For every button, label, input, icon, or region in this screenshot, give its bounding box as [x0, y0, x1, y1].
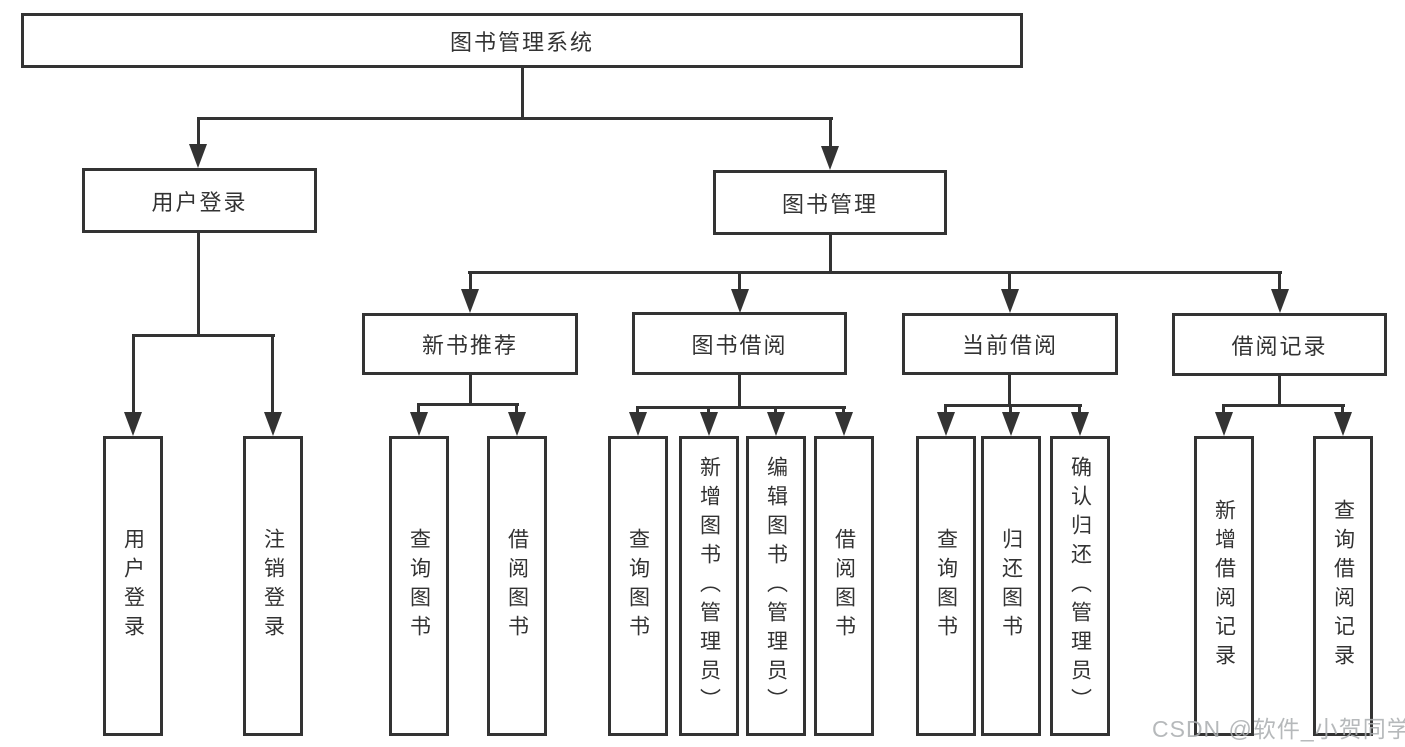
arrowhead	[508, 412, 526, 436]
arrowhead	[821, 146, 839, 170]
node-user-login-label: 用户登录	[151, 189, 248, 215]
leaf-borrow-add-admin: 新增图书（管理员）	[679, 436, 739, 736]
leaf-newbooks-borrow-label: 借阅图书	[505, 528, 529, 644]
leaf-newbooks-borrow: 借阅图书	[487, 436, 547, 736]
connector-mgmt-drop-2	[738, 271, 741, 293]
connector-root-drop-left	[197, 117, 200, 147]
connector-records-crossbar	[1222, 404, 1345, 407]
leaf-records-query: 查询借阅记录	[1313, 436, 1373, 736]
node-book-borrow-label: 图书借阅	[691, 332, 788, 358]
node-user-login: 用户登录	[82, 168, 317, 233]
connector-root-drop-right	[829, 117, 832, 149]
leaf-user-login-label: 用户登录	[121, 528, 145, 644]
connector-mgmt-drop-4	[1278, 271, 1281, 293]
leaf-user-login: 用户登录	[103, 436, 163, 736]
arrowhead	[1002, 412, 1020, 436]
connector-newbooks-crossbar	[418, 403, 519, 406]
arrowhead	[835, 412, 853, 436]
arrowhead	[264, 412, 282, 436]
arrowhead	[1271, 289, 1289, 313]
node-book-management: 图书管理	[713, 170, 947, 235]
node-new-book-recommend-label: 新书推荐	[421, 333, 518, 358]
leaf-current-return-label: 归还图书	[999, 528, 1023, 644]
node-root-label: 图书管理系统	[449, 29, 594, 55]
leaf-newbooks-query-label: 查询图书	[407, 528, 431, 644]
leaf-borrow-add-admin-label: 新增图书（管理员）	[697, 455, 721, 717]
arrowhead	[124, 412, 142, 436]
connector-current-drop-1	[944, 404, 947, 414]
leaf-logout: 注销登录	[243, 436, 303, 736]
leaf-records-add: 新增借阅记录	[1194, 436, 1254, 736]
connector-root-crossbar	[197, 117, 833, 120]
leaf-borrow-edit-admin: 编辑图书（管理员）	[746, 436, 806, 736]
arrowhead	[189, 144, 207, 168]
connector-borrow-drop-2	[707, 406, 710, 414]
node-current-borrow: 当前借阅	[902, 313, 1118, 375]
leaf-current-confirm-admin: 确认归还（管理员）	[1050, 436, 1110, 736]
leaf-logout-label: 注销登录	[261, 528, 285, 644]
connector-mgmt-stem	[829, 235, 832, 274]
connector-login-stem	[197, 233, 200, 337]
watermark: CSDN @软件_小贺同学	[1152, 716, 1405, 742]
connector-login-drop-1	[132, 334, 135, 414]
arrowhead	[937, 412, 955, 436]
leaf-current-confirm-admin-label: 确认归还（管理员）	[1068, 455, 1092, 717]
arrowhead	[731, 289, 749, 313]
connector-current-crossbar	[944, 404, 1082, 407]
arrowhead	[1334, 412, 1352, 436]
node-borrow-records-label: 借阅记录	[1231, 333, 1328, 359]
leaf-current-return: 归还图书	[981, 436, 1041, 736]
connector-newbooks-drop-1	[417, 403, 420, 414]
connector-current-stem	[1008, 375, 1011, 406]
leaf-borrow-query: 查询图书	[608, 436, 668, 736]
connector-current-drop-2	[1009, 404, 1012, 414]
connector-borrow-stem	[738, 375, 741, 408]
connector-records-stem	[1278, 375, 1281, 406]
leaf-newbooks-query: 查询图书	[389, 436, 449, 736]
connector-newbooks-stem	[469, 375, 472, 406]
arrowhead	[1071, 412, 1089, 436]
arrowhead	[410, 412, 428, 436]
node-book-management-label: 图书管理	[781, 191, 878, 217]
arrowhead	[1215, 412, 1233, 436]
connector-borrow-drop-1	[636, 406, 639, 414]
arrowhead	[767, 412, 785, 436]
leaf-borrow-book: 借阅图书	[814, 436, 874, 736]
connector-login-drop-2	[271, 334, 274, 414]
leaf-records-query-label: 查询借阅记录	[1331, 499, 1355, 673]
leaf-current-query: 查询图书	[916, 436, 976, 736]
arrowhead	[461, 289, 479, 313]
leaf-current-query-label: 查询图书	[934, 528, 958, 644]
connector-mgmt-drop-1	[469, 271, 472, 293]
node-borrow-records: 借阅记录	[1172, 313, 1387, 376]
leaf-records-add-label: 新增借阅记录	[1212, 499, 1236, 673]
arrowhead	[629, 412, 647, 436]
connector-records-drop-2	[1341, 404, 1344, 414]
node-new-book-recommend: 新书推荐	[362, 313, 578, 375]
connector-mgmt-drop-3	[1008, 271, 1011, 293]
leaf-borrow-book-label: 借阅图书	[832, 528, 856, 644]
connector-root-stem	[521, 68, 524, 120]
node-root: 图书管理系统	[21, 13, 1023, 68]
connector-records-drop-1	[1222, 404, 1225, 414]
arrowhead	[1001, 289, 1019, 313]
connector-mgmt-crossbar	[468, 271, 1282, 274]
arrowhead	[700, 412, 718, 436]
connector-newbooks-drop-2	[515, 403, 518, 414]
node-book-borrow: 图书借阅	[632, 312, 847, 375]
leaf-borrow-edit-admin-label: 编辑图书（管理员）	[764, 455, 788, 717]
connector-borrow-drop-4	[842, 406, 845, 414]
connector-borrow-crossbar	[636, 406, 846, 409]
node-current-borrow-label: 当前借阅	[961, 333, 1058, 358]
connector-borrow-drop-3	[774, 406, 777, 414]
leaf-borrow-query-label: 查询图书	[626, 528, 650, 644]
connector-current-drop-3	[1078, 404, 1081, 414]
connector-login-crossbar	[132, 334, 275, 337]
